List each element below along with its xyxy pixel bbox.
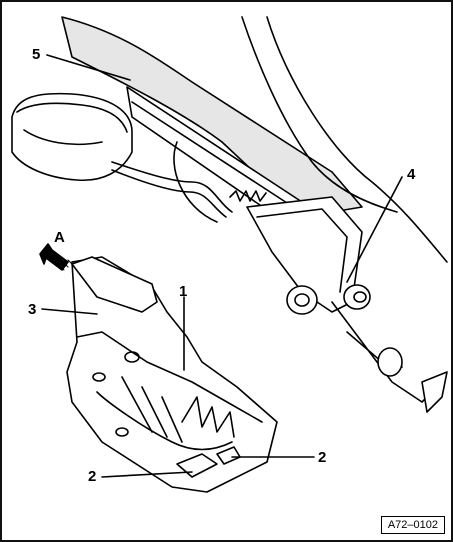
leader-3 <box>41 308 98 315</box>
label-item-5: 5 <box>32 46 41 63</box>
pedal-box-inner <box>23 129 103 146</box>
dashboard-edge <box>241 16 398 213</box>
nut <box>343 284 371 310</box>
label-item-3: 3 <box>28 301 37 318</box>
nut-inner <box>353 291 367 303</box>
label-item-1: 1 <box>179 283 188 300</box>
label-item-2-right: 2 <box>318 449 327 466</box>
cover-teeth <box>181 396 235 438</box>
figure-code: A72–0102 <box>380 516 445 534</box>
label-item-2-left: 2 <box>88 468 97 485</box>
cover-hole-1 <box>124 351 140 363</box>
arrow-a <box>39 243 69 271</box>
cover-hole-2 <box>92 372 106 382</box>
pedal-bracket-inner <box>256 208 348 293</box>
label-item-4: 4 <box>407 166 416 183</box>
cover-wall <box>76 331 263 423</box>
arrow-a-hatch <box>59 259 73 271</box>
cover-outer <box>66 256 278 493</box>
label-direction-a: A <box>54 229 65 246</box>
cable-2 <box>111 169 227 218</box>
leader-4 <box>346 176 403 283</box>
right-contour <box>266 16 448 263</box>
leader-2-left <box>101 471 193 478</box>
leader-5 <box>46 54 131 81</box>
cover-ribs <box>121 376 183 443</box>
pedal-tip <box>421 371 448 413</box>
bracket-bar-edge <box>131 101 308 217</box>
pedal-pivot <box>286 285 318 315</box>
cover-inner-floor <box>96 391 233 451</box>
pedal-bracket <box>246 196 363 313</box>
pedal-clevis <box>377 347 403 377</box>
cable <box>111 161 233 213</box>
spring <box>229 190 267 202</box>
cover-top <box>71 256 158 313</box>
pedal-box-top <box>16 102 128 133</box>
cover-hole-3 <box>115 427 129 437</box>
pedal-pivot-inner <box>294 293 310 307</box>
pedal-box <box>11 92 133 182</box>
cable-loop <box>173 141 218 223</box>
